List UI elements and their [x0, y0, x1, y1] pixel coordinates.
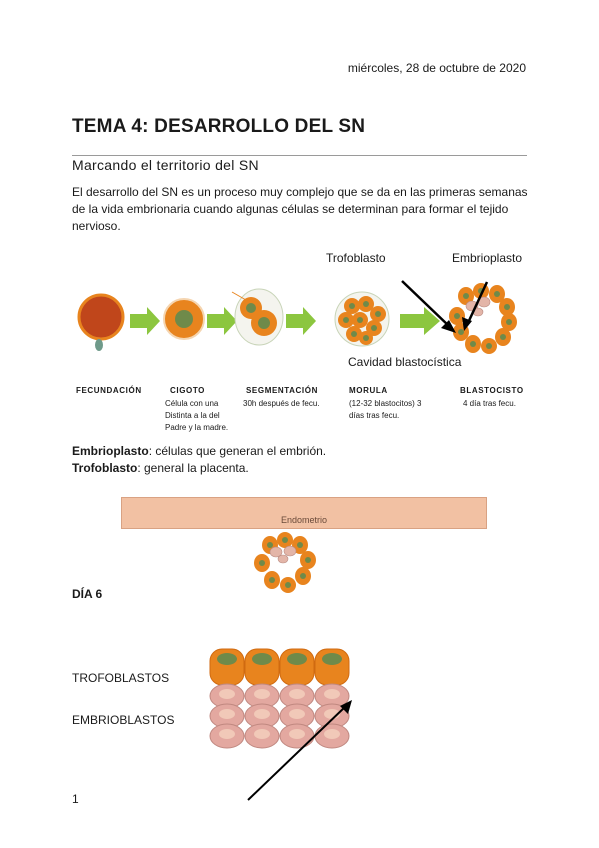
embrioblast-layer [209, 683, 350, 749]
text-embrioplasto: : células que generan el embrión. [148, 444, 327, 458]
stage-desc-cigoto: Célula con una Distinta a la del Padre y… [165, 399, 229, 432]
label-embrioplasto: Embrioplasto [452, 251, 523, 265]
stage-desc-morula: (12-32 blastocitos) 3 días tras fecu. [349, 399, 422, 420]
label-trofoblastos: TROFOBLASTOS [72, 671, 170, 685]
black-arrows [401, 280, 489, 333]
endometrio-bar [121, 497, 487, 529]
morula-cells [334, 291, 390, 347]
green-arrows [130, 307, 440, 335]
intro-paragraph: El desarrollo del SN es un proceso muy c… [72, 185, 528, 233]
page-title: TEMA 4: DESARROLLO DEL SN [72, 116, 366, 137]
endometrio-label: Endometrio [280, 515, 328, 525]
label-cavidad-blastocistica: Cavidad blastocística [348, 355, 462, 369]
label-trofoblasto: Trofoblasto [326, 251, 386, 265]
definition-embrioplasto: Embrioplasto: células que generan el emb… [72, 443, 326, 460]
page-number: 1 [72, 792, 79, 806]
label-embrioblastos: EMBRIOBLASTOS [72, 713, 175, 727]
subtitle-rule [72, 155, 527, 156]
blastocisto-cells [449, 283, 517, 354]
stage-title-cigoto: CIGOTO [170, 386, 206, 395]
term-trofoblasto: Trofoblasto [72, 461, 138, 475]
segmentacion-cells [231, 288, 284, 346]
stage-desc-blastocisto: 4 día tras fecu. [463, 399, 516, 408]
implanting-blastocyst [254, 532, 316, 593]
fecundacion-egg [77, 293, 125, 351]
stage-title-blastocisto: BLASTOCISTO [460, 386, 524, 395]
day-label: DÍA 6 [72, 587, 103, 601]
stage-desc-segmentacion: 30h después de fecu. [243, 399, 320, 408]
definition-trofoblasto: Trofoblasto: general la placenta. [72, 460, 326, 477]
stage-title-fecundacion: FECUNDACIÓN [76, 386, 142, 395]
stage-title-morula: MORULA [349, 386, 388, 395]
term-embrioplasto: Embrioplasto [72, 444, 149, 458]
trofoblast-layer [209, 648, 350, 686]
text-trofoblasto: : general la placenta. [137, 461, 249, 475]
layer-arrow [247, 700, 352, 801]
date-header: miércoles, 28 de octubre de 2020 [347, 61, 526, 75]
definitions: Embrioplasto: células que generan el emb… [72, 443, 326, 477]
section-subtitle: Marcando el territorio del SN [72, 157, 259, 173]
cigoto-cell [163, 298, 205, 340]
stage-title-segmentacion: SEGMENTACIÓN [246, 386, 318, 395]
